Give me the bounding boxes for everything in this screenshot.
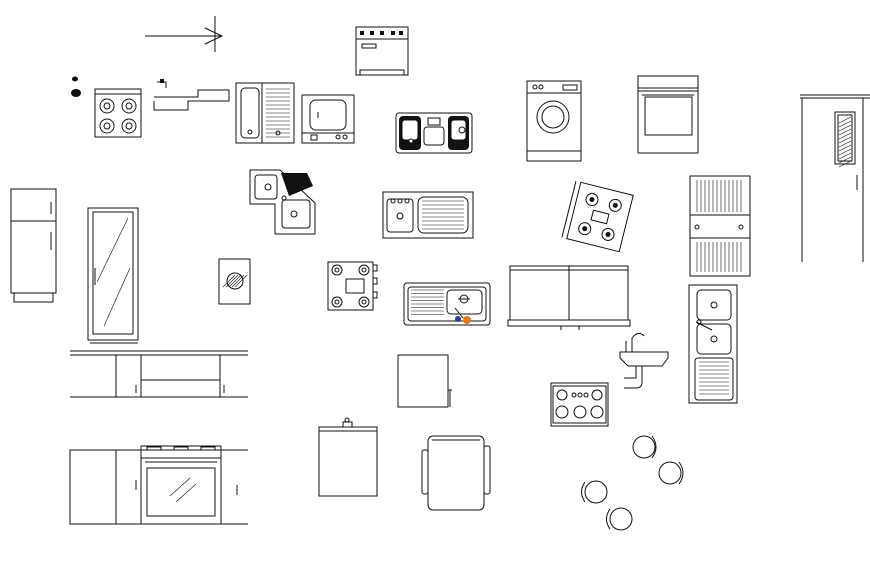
glass-hatch-line [838,124,852,132]
stove-top-four-burner [94,88,142,138]
washbasin-side-view [619,332,669,389]
square-cabinet [397,354,452,408]
dark-double-sink [395,112,473,154]
glass-hatch-line [838,120,852,128]
circle-hatch-line [231,274,245,288]
circle-hatch-line [222,274,236,288]
corner-sink [249,169,316,235]
circle-hatch-line [228,274,242,288]
dishwasher-front [355,26,409,76]
glass-hatch-line [838,128,852,136]
sink-with-drainboard [382,191,474,239]
washing-machine [526,80,582,162]
small-marks [71,76,167,97]
counter-elevation-run [70,350,248,398]
range-oven-elevation [69,445,248,525]
gas-hob-panel [550,382,609,427]
bar-stools [581,435,684,531]
armchair-plan [421,435,491,511]
glass-hatch-line [838,136,852,144]
circle-hatch-line [234,274,248,288]
glass-hatch-line [838,144,852,152]
base-cabinet-pair [507,265,631,330]
vertical-sink-bowls-bottom [688,284,738,404]
wall-outlet-symbol [218,258,251,305]
refrigerator-front [10,188,57,303]
glass-hatch-line [838,140,852,148]
undercounter-appliance [318,417,378,497]
circle-hatch-line [225,274,239,288]
glass-hatch-line [838,156,852,164]
counter-step-outline [153,89,230,111]
range-cooktop [327,261,378,311]
glass-hatch-line [838,148,852,156]
glass-hatch-line [838,132,852,140]
glass-hatch-line [838,160,852,168]
rotated-cooktop [561,180,634,253]
sink-with-tap-colored [403,282,491,326]
wall-oven-front [637,75,699,154]
microwave-oven [301,94,355,144]
vertical-sink-drainboards-top [689,175,751,277]
glass-hatch-line [838,152,852,160]
tall-glass-cabinet [87,207,139,344]
door-elevation [800,94,870,262]
double-sink-drainboard [235,82,295,144]
north-arrow-symbol [145,16,224,52]
glass-hatch-line [838,116,852,124]
